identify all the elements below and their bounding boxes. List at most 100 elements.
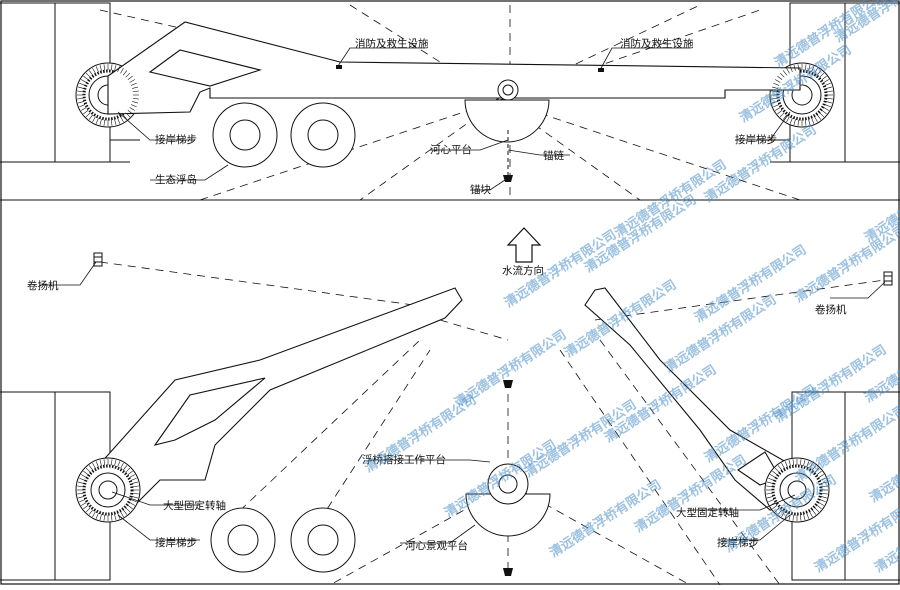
wheel-tooth <box>779 72 785 78</box>
wheel-tooth <box>808 119 811 126</box>
wheel-tooth <box>114 514 117 521</box>
wheel-tooth <box>81 79 87 83</box>
label-shore-stair-top-right: 接岸梯步 <box>735 134 777 146</box>
wheel-tooth <box>811 117 815 124</box>
wheel-tooth <box>818 474 824 478</box>
top-leader-lines <box>117 47 791 191</box>
wheel-tooth <box>773 82 780 86</box>
wheel-tooth <box>814 507 820 513</box>
wheel-tooth <box>114 459 117 466</box>
wheel-tooth <box>819 477 826 481</box>
wheel-tooth <box>826 86 833 89</box>
wheel-tooth <box>122 465 128 471</box>
wheel-tooth <box>821 492 828 495</box>
wheel-tooth <box>125 507 131 513</box>
wheel-tooth <box>81 502 87 506</box>
wheel-tooth <box>814 116 818 122</box>
label-water-flow: 水流方向 <box>502 265 544 277</box>
wheel-tooth <box>127 470 133 476</box>
wheel-tooth <box>99 119 102 126</box>
wheel-tooth <box>781 463 785 469</box>
label-winch-right: 卷扬机 <box>815 304 847 316</box>
wheel-tooth <box>92 511 96 517</box>
wheel-tooth <box>768 477 775 481</box>
wheel-tooth <box>83 504 89 510</box>
wheel-tooth <box>816 70 822 76</box>
wheel-tooth <box>122 70 128 76</box>
wheel-tooth <box>793 119 796 126</box>
wheel-tooth <box>85 72 91 78</box>
wheel-tooth <box>766 485 773 488</box>
wheel-tooth <box>132 86 139 89</box>
wheel-tooth <box>122 114 128 120</box>
wheel-tooth <box>110 64 113 71</box>
wheel-tooth <box>132 481 139 484</box>
wheel-tooth <box>125 72 131 78</box>
wheel-tooth <box>804 64 807 71</box>
bottom-dashed-guides <box>99 261 886 586</box>
label-river-view-platform: 河心景观平台 <box>405 540 468 552</box>
wheel-tooth <box>777 109 783 115</box>
wheel-tooth <box>130 499 137 503</box>
wheel-tooth <box>125 467 131 473</box>
rescue-equipment-marker-right <box>598 68 604 72</box>
wheel-tooth <box>95 66 99 73</box>
wheel-tooth <box>809 511 813 517</box>
wheel-tooth <box>770 474 776 478</box>
wheel-tooth <box>821 485 828 488</box>
wheel-tooth <box>132 101 139 104</box>
wheel-tooth <box>85 112 91 118</box>
label-fire-rescue-left: 消防及救生设施 <box>355 38 429 50</box>
wheel-tooth <box>788 514 791 521</box>
wheel-tooth <box>826 97 833 100</box>
wheel-tooth <box>808 64 811 71</box>
wheel-tooth <box>99 459 102 466</box>
wheel-tooth <box>77 86 84 89</box>
label-eco-floating-island: 生态浮岛 <box>155 174 197 186</box>
wheel-tooth <box>127 109 133 115</box>
wheel-tooth <box>95 117 99 124</box>
label-shore-stair-top-left: 接岸梯步 <box>155 134 197 146</box>
wheel-tooth <box>766 481 773 484</box>
label-river-platform: 河心平台 <box>430 144 472 156</box>
wheel-tooth <box>130 104 137 108</box>
label-anchor-pile: 锚块 <box>470 184 491 196</box>
label-winch-left: 卷扬机 <box>27 280 59 292</box>
wheel-tooth <box>129 474 135 478</box>
wheel-tooth <box>130 82 137 86</box>
wheel-tooth <box>771 90 778 93</box>
wheel-tooth <box>818 502 824 506</box>
wheel-tooth <box>117 461 121 468</box>
wheel-tooth <box>83 470 89 476</box>
wheel-tooth <box>129 107 135 111</box>
wheel-tooth <box>821 496 828 499</box>
wheel-tooth <box>789 66 793 73</box>
wheel-tooth <box>79 477 86 481</box>
wheel-tooth <box>132 492 139 495</box>
wheel-tooth <box>132 485 139 488</box>
wheel-tooth <box>103 64 106 71</box>
wheel-tooth <box>120 68 124 74</box>
wheel-tooth <box>809 463 813 469</box>
wheel-tooth <box>775 107 781 111</box>
eco-island-top-1 <box>212 102 278 168</box>
wheel-tooth <box>117 512 121 519</box>
wheel-tooth <box>804 119 807 126</box>
wheel-tooth <box>110 514 113 521</box>
wheel-tooth <box>811 66 815 73</box>
wheel-tooth <box>792 459 795 466</box>
wheel-tooth <box>771 86 778 89</box>
wheel-tooth <box>120 511 124 517</box>
label-pivot-left: 大型固定转轴 <box>163 500 226 512</box>
wheel-tooth <box>88 70 94 76</box>
wheel-tooth <box>77 90 84 93</box>
wheel-tooth <box>772 504 778 510</box>
wheel-tooth <box>88 465 94 471</box>
wheel-tooth <box>77 485 84 488</box>
rescue-equipment-marker-left <box>336 65 342 69</box>
wheel-tooth <box>782 114 788 120</box>
water-flow-arrow-icon <box>506 227 542 263</box>
river-platform-top <box>464 79 550 143</box>
